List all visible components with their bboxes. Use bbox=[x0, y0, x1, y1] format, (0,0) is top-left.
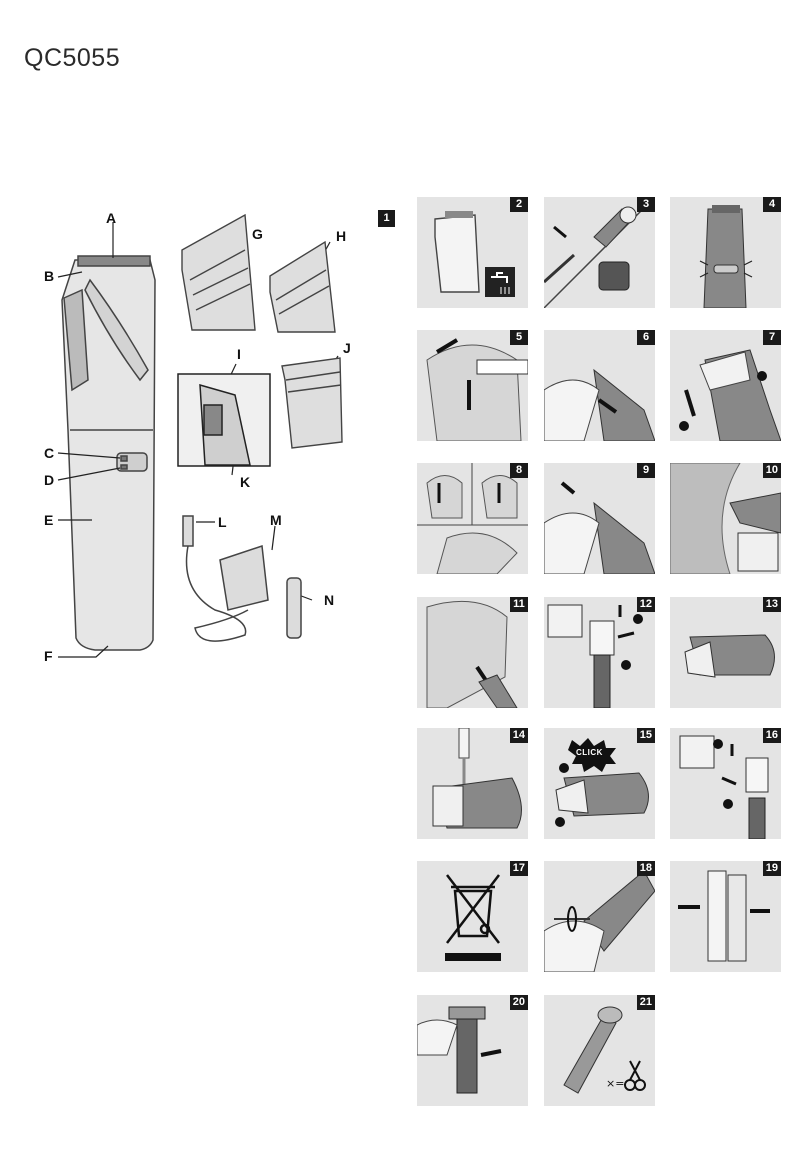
model-title: QC5055 bbox=[24, 44, 121, 72]
step-number: 5 bbox=[510, 330, 528, 345]
detail-inset bbox=[177, 373, 271, 467]
step-panel-19: 19 bbox=[670, 861, 781, 972]
label-j: J bbox=[343, 340, 351, 356]
step-panel-9: 9 bbox=[544, 463, 655, 574]
step-panel-3: 3 bbox=[544, 197, 655, 308]
faucet-icon bbox=[485, 267, 515, 297]
comb-h bbox=[269, 240, 336, 333]
step-panel-17: 17 bbox=[417, 861, 528, 972]
step-panel-10: 10 bbox=[670, 463, 781, 574]
step-number: 20 bbox=[509, 995, 528, 1010]
step-number: 14 bbox=[509, 728, 528, 743]
step-number: 9 bbox=[637, 463, 655, 478]
step-panel-18: 18 bbox=[544, 861, 655, 972]
step-number: 4 bbox=[763, 197, 781, 212]
step-1-badge: 1 bbox=[378, 210, 395, 227]
step-panel-20: 20 bbox=[417, 995, 528, 1106]
crossed-bin-icon bbox=[446, 874, 500, 944]
appliance-plug bbox=[182, 515, 194, 547]
label-n: N bbox=[324, 592, 335, 608]
label-c: C bbox=[44, 445, 55, 461]
step-panel-6: 6 bbox=[544, 330, 655, 441]
label-h: H bbox=[336, 228, 347, 244]
step-panel-13: 13 bbox=[670, 597, 781, 708]
label-a: A bbox=[106, 210, 117, 226]
clipper-blade bbox=[77, 255, 151, 267]
label-k: K bbox=[240, 474, 251, 490]
step-number: 6 bbox=[637, 330, 655, 345]
scissors-icon bbox=[624, 1060, 646, 1091]
comb-g bbox=[181, 213, 256, 331]
label-g: G bbox=[252, 226, 263, 242]
step-panel-7: 7 bbox=[670, 330, 781, 441]
step-number: 16 bbox=[762, 728, 781, 743]
label-i: I bbox=[237, 346, 241, 362]
power-adapter bbox=[219, 544, 269, 611]
label-l: L bbox=[218, 514, 227, 530]
step-number: 18 bbox=[636, 861, 655, 876]
step-number: 13 bbox=[762, 597, 781, 612]
step-panel-12: 12 bbox=[544, 597, 655, 708]
step-number: 7 bbox=[763, 330, 781, 345]
comb-j bbox=[281, 357, 343, 449]
step-panel-21: 21 ×= bbox=[544, 995, 655, 1106]
step-panel-16: 16 bbox=[670, 728, 781, 839]
step-panel-4: 4 bbox=[670, 197, 781, 308]
label-e: E bbox=[44, 512, 54, 528]
step-panel-5: 5 bbox=[417, 330, 528, 441]
step-panel-2: 2 bbox=[417, 197, 528, 308]
power-cord bbox=[185, 545, 249, 642]
product-overview bbox=[57, 213, 343, 658]
label-f: F bbox=[44, 648, 53, 664]
click-burst bbox=[568, 738, 616, 772]
step-number: 15 bbox=[636, 728, 655, 743]
step-number: 3 bbox=[637, 197, 655, 212]
step-number: 11 bbox=[510, 597, 528, 612]
step-number: 21 bbox=[636, 995, 655, 1010]
step-number: 8 bbox=[510, 463, 528, 478]
step-panel-14: 14 bbox=[417, 728, 528, 839]
svg-text:×=: ×= bbox=[606, 1077, 624, 1090]
step-panel-8: 8 bbox=[417, 463, 528, 574]
step-number: 10 bbox=[762, 463, 781, 478]
cleaning-brush bbox=[286, 577, 302, 639]
label-d: D bbox=[44, 472, 55, 488]
label-m: M bbox=[270, 512, 282, 528]
step-number: 19 bbox=[762, 861, 781, 876]
click-label: CLICK bbox=[576, 748, 603, 757]
step-number: 2 bbox=[510, 197, 528, 212]
step-panel-11: 11 bbox=[417, 597, 528, 708]
step-panel-15: 15 CLICK bbox=[544, 728, 655, 839]
step-number: 12 bbox=[636, 597, 655, 612]
label-b: B bbox=[44, 268, 55, 284]
step-number: 17 bbox=[509, 861, 528, 876]
